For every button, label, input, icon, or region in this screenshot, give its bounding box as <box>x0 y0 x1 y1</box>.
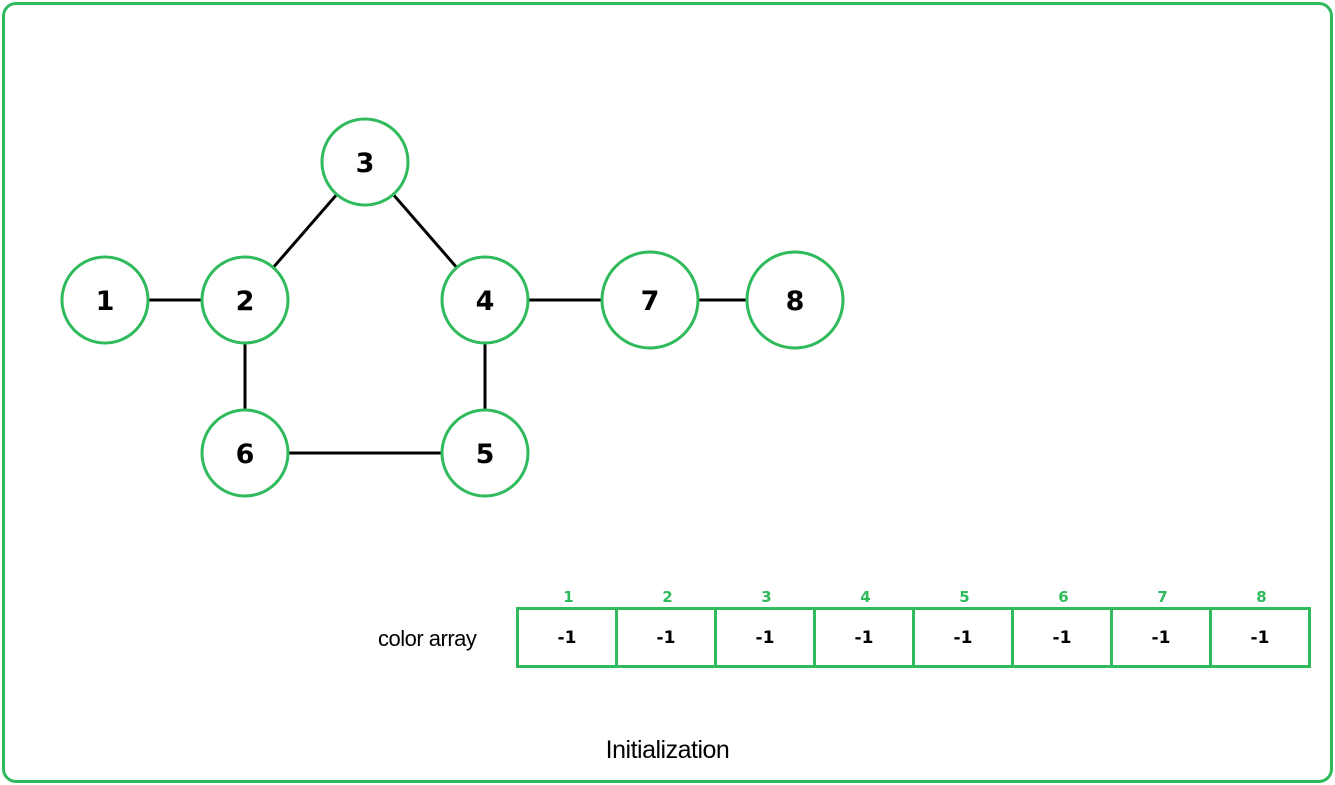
node-6: 6 <box>200 408 290 498</box>
node-label: 1 <box>96 286 115 317</box>
node-circle <box>200 408 290 498</box>
node-8: 8 <box>745 250 845 350</box>
node-7: 7 <box>600 250 700 350</box>
node-circle <box>440 408 530 498</box>
node-label: 4 <box>476 286 495 317</box>
color-array-indices: 1 2 3 4 5 6 7 8 <box>519 588 1311 606</box>
array-index: 5 <box>959 588 970 606</box>
node-circle <box>600 250 700 350</box>
node-3: 3 <box>320 117 410 207</box>
array-cell: -1 <box>1014 610 1113 665</box>
array-index: 3 <box>761 588 772 606</box>
array-cell: -1 <box>618 610 717 665</box>
array-cell: -1 <box>519 610 618 665</box>
node-label: 6 <box>236 439 255 470</box>
node-circle <box>200 255 290 345</box>
array-index: 7 <box>1157 588 1168 606</box>
array-cell: -1 <box>1113 610 1212 665</box>
color-array: -1-1-1-1-1-1-1-1 <box>516 607 1311 668</box>
graph-nodes: 1 2 3 4 5 6 7 8 <box>60 117 845 498</box>
node-label: 5 <box>476 439 495 470</box>
array-index: 4 <box>860 588 871 606</box>
node-circle <box>440 255 530 345</box>
array-index: 6 <box>1058 588 1069 606</box>
diagram-caption: Initialization <box>605 736 730 764</box>
array-cell: -1 <box>1250 627 1270 648</box>
array-cell: -1 <box>915 610 1014 665</box>
edge-2-3 <box>272 193 338 269</box>
node-circle <box>60 255 150 345</box>
array-index: 2 <box>662 588 673 606</box>
edge-3-4 <box>392 193 458 269</box>
color-array-label: color array <box>378 626 477 651</box>
node-label: 8 <box>786 286 805 317</box>
node-label: 2 <box>236 286 255 317</box>
graph-edges <box>148 193 747 455</box>
array-index: 8 <box>1256 588 1267 606</box>
node-2: 2 <box>200 255 290 345</box>
node-label: 7 <box>641 286 660 317</box>
node-4: 4 <box>440 255 530 345</box>
node-label: 3 <box>356 148 375 179</box>
array-cell: -1 <box>717 610 816 665</box>
array-cell: -1 <box>816 610 915 665</box>
array-index: 1 <box>563 588 574 606</box>
node-5: 5 <box>440 408 530 498</box>
node-1: 1 <box>60 255 150 345</box>
node-circle <box>745 250 845 350</box>
node-circle <box>320 117 410 207</box>
